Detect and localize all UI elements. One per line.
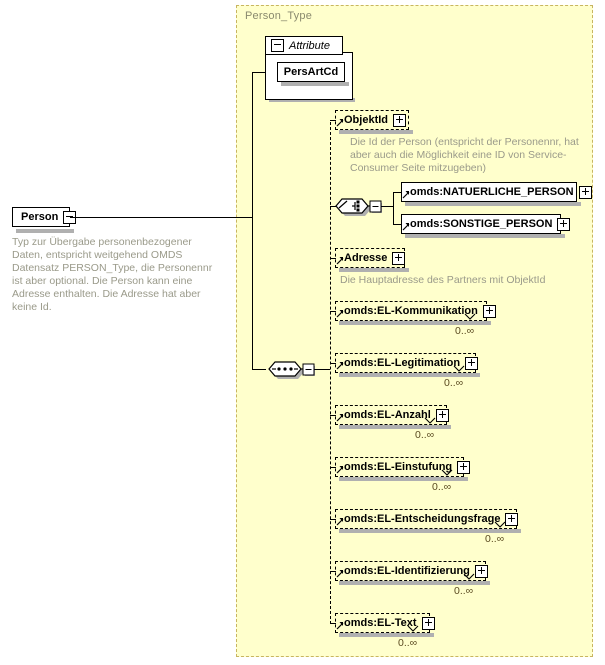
connector-choice-branch-top [393, 192, 401, 193]
repeat-marker-icon [407, 625, 419, 632]
connector-to-element [330, 311, 336, 312]
attribute-persartcd[interactable]: PersArtCd [277, 62, 345, 82]
attribute-group-header[interactable]: Attribute [265, 36, 343, 55]
sequence-compositor[interactable] [268, 358, 322, 384]
repeat-marker-icon [463, 573, 475, 580]
element-el-einstufung[interactable]: omds:EL-Einstufung [335, 457, 471, 477]
connector-to-element [330, 467, 336, 468]
element-el-kommunikation[interactable]: omds:EL-Kommunikation [335, 301, 496, 321]
cardinality-label: 0..∞ [454, 585, 474, 597]
complex-type-panel [236, 5, 593, 657]
expand-toggle-icon[interactable] [393, 113, 407, 127]
element-label: omds:EL-Kommunikation [344, 304, 478, 317]
repeat-marker-icon [424, 417, 436, 424]
repeat-marker-icon [441, 469, 453, 476]
element-label: omds:EL-Einstufung [344, 460, 453, 473]
element-el-identifizierung[interactable]: omds:EL-Identifizierung [335, 561, 488, 581]
connector-to-element [330, 415, 336, 416]
element-el-anzahl[interactable]: omds:EL-Anzahl [335, 405, 449, 425]
expand-toggle-icon[interactable] [482, 304, 496, 318]
attribute-group-shadow [269, 98, 355, 102]
connector-to-element [330, 623, 336, 624]
element-el-entscheidungsfrage[interactable]: omds:EL-Entscheidungsfrage [335, 509, 519, 529]
cardinality-label: 0..∞ [398, 637, 418, 649]
connector-person-to-type [70, 217, 252, 218]
element-documentation: Die Id der Person (entspricht der Person… [350, 136, 579, 174]
root-element-person[interactable]: Person [12, 207, 77, 227]
connector-to-adresse [330, 258, 336, 259]
connector-choice-branch [393, 192, 394, 225]
repeat-marker-icon [494, 521, 506, 528]
connector-children-spine [330, 122, 331, 624]
element-label: omds:NATUERLICHE_PERSON [410, 185, 574, 198]
repeat-marker-icon [453, 365, 465, 372]
connector-to-attribute-group [252, 72, 266, 73]
expand-toggle-icon[interactable] [474, 564, 488, 578]
attribute-label: PersArtCd [283, 65, 339, 78]
node-shadow [339, 373, 480, 377]
node-shadow [339, 633, 434, 637]
connector-choice-branch-bottom [393, 224, 401, 225]
root-element-label: Person [21, 210, 59, 223]
connector-choice-out [381, 206, 393, 207]
choice-compositor[interactable] [335, 195, 389, 221]
element-el-legitimation[interactable]: omds:EL-Legitimation [335, 353, 479, 373]
element-label: omds:SONSTIGE_PERSON [410, 217, 553, 230]
element-label: omds:EL-Text [344, 616, 417, 629]
expand-toggle-icon[interactable] [392, 251, 406, 265]
collapse-toggle-icon[interactable] [271, 39, 284, 52]
element-natuerliche-person[interactable]: omds:NATUERLICHE_PERSON [401, 182, 592, 202]
expand-toggle-icon[interactable] [557, 217, 571, 231]
sequence-icon [268, 361, 315, 379]
element-label: omds:EL-Anzahl [344, 408, 431, 421]
cardinality-label: 0..∞ [415, 429, 435, 441]
expand-toggle-icon[interactable] [465, 356, 479, 370]
node-shadow [405, 202, 581, 206]
cardinality-label: 0..∞ [455, 325, 475, 337]
node-shadow [405, 234, 565, 238]
element-label: omds:EL-Legitimation [344, 356, 461, 369]
complex-type-label: Person_Type [245, 10, 313, 22]
node-shadow [339, 268, 409, 272]
attribute-group-label: Attribute [289, 39, 330, 52]
connector-to-objektid [330, 120, 336, 121]
expand-toggle-icon[interactable] [421, 616, 435, 630]
connector-to-element [330, 571, 336, 572]
connector-to-element [330, 363, 336, 364]
cardinality-label: 0..∞ [432, 481, 452, 493]
element-label: ObjektId [344, 113, 389, 126]
node-shadow [339, 321, 491, 325]
connector-to-sequence [252, 369, 266, 370]
node-shadow [339, 425, 451, 429]
node-shadow [339, 477, 468, 481]
node-shadow [339, 130, 413, 134]
cardinality-label: 0..∞ [444, 377, 464, 389]
connector-to-element [330, 519, 336, 520]
connector-to-choice [330, 206, 338, 207]
repeat-marker-icon [464, 313, 476, 320]
element-sonstige-person[interactable]: omds:SONSTIGE_PERSON [401, 214, 571, 234]
element-documentation: Die Hauptadresse des Partners mit Objekt… [340, 274, 546, 286]
connector-spine-vertical [252, 72, 253, 369]
attribute-shadow [281, 82, 349, 86]
cardinality-label: 0..∞ [485, 533, 505, 545]
element-label: omds:EL-Identifizierung [344, 564, 470, 577]
element-label: Adresse [344, 251, 388, 264]
root-element-documentation: Typ zur Übergabe personenbezogener Daten… [12, 236, 213, 313]
node-shadow [339, 529, 521, 533]
expand-toggle-icon[interactable] [578, 185, 592, 199]
element-adresse[interactable]: Adresse [335, 248, 406, 268]
expand-toggle-icon[interactable] [435, 408, 449, 422]
element-objektid[interactable]: ObjektId [335, 110, 409, 130]
expand-toggle-icon[interactable] [457, 460, 471, 474]
element-el-text[interactable]: omds:EL-Text [335, 613, 435, 633]
expand-toggle-icon[interactable] [505, 512, 519, 526]
choice-icon [335, 198, 382, 216]
person-box-shadow [16, 229, 74, 233]
element-label: omds:EL-Entscheidungsfrage [344, 512, 501, 525]
connector-sequence-out [314, 369, 330, 370]
node-shadow [339, 581, 490, 585]
